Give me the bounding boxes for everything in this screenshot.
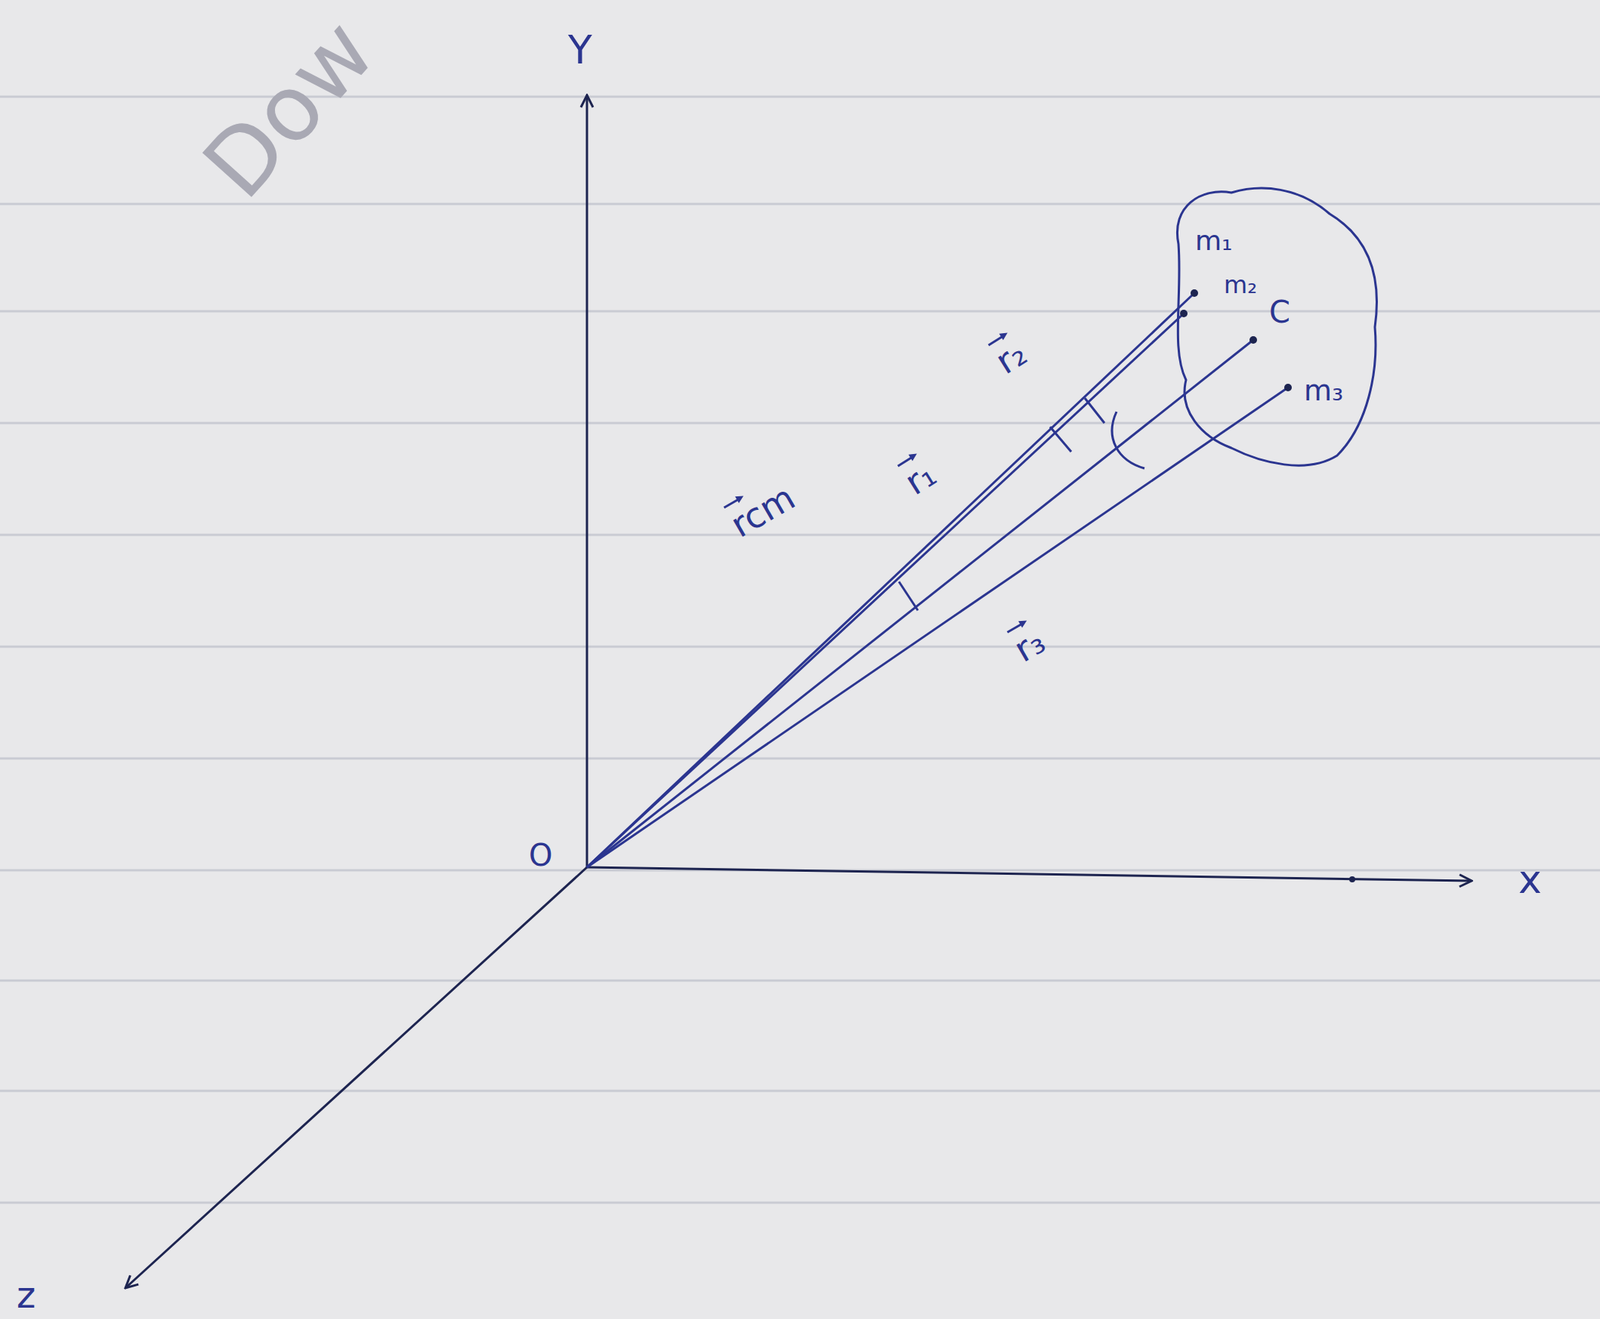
ruled-lines (0, 96, 1600, 1203)
blob-shape (1148, 183, 1384, 470)
axis-label: x (1518, 859, 1542, 899)
body-outline: m₁ m₂ Cm₃ (1148, 183, 1384, 470)
centre-label: C (1269, 296, 1291, 328)
axis-label: Y (568, 30, 593, 70)
vector-label: rcm (721, 472, 800, 544)
mass-point (1179, 309, 1188, 318)
mass-label: m₂ (1223, 272, 1258, 297)
origin-label: O (528, 840, 553, 871)
coordinate-axes (125, 95, 1472, 1289)
vector-tick-marks (898, 398, 1145, 611)
vector-label: r₁ (895, 449, 942, 501)
vector-label: r₂ (985, 328, 1032, 380)
mass-point (1249, 336, 1258, 344)
vector-label: r₃ (1004, 616, 1051, 668)
axis-dot (1349, 876, 1356, 883)
axis-label: z (16, 1276, 36, 1313)
mass-label: m₁ (1195, 227, 1233, 255)
mass-point (1190, 289, 1199, 297)
position-vectors (586, 293, 1289, 868)
mass-point (1284, 383, 1292, 392)
blob-outline (1176, 188, 1377, 466)
mass-label: m₃ (1303, 376, 1344, 405)
watermark: Dow (188, 4, 390, 214)
